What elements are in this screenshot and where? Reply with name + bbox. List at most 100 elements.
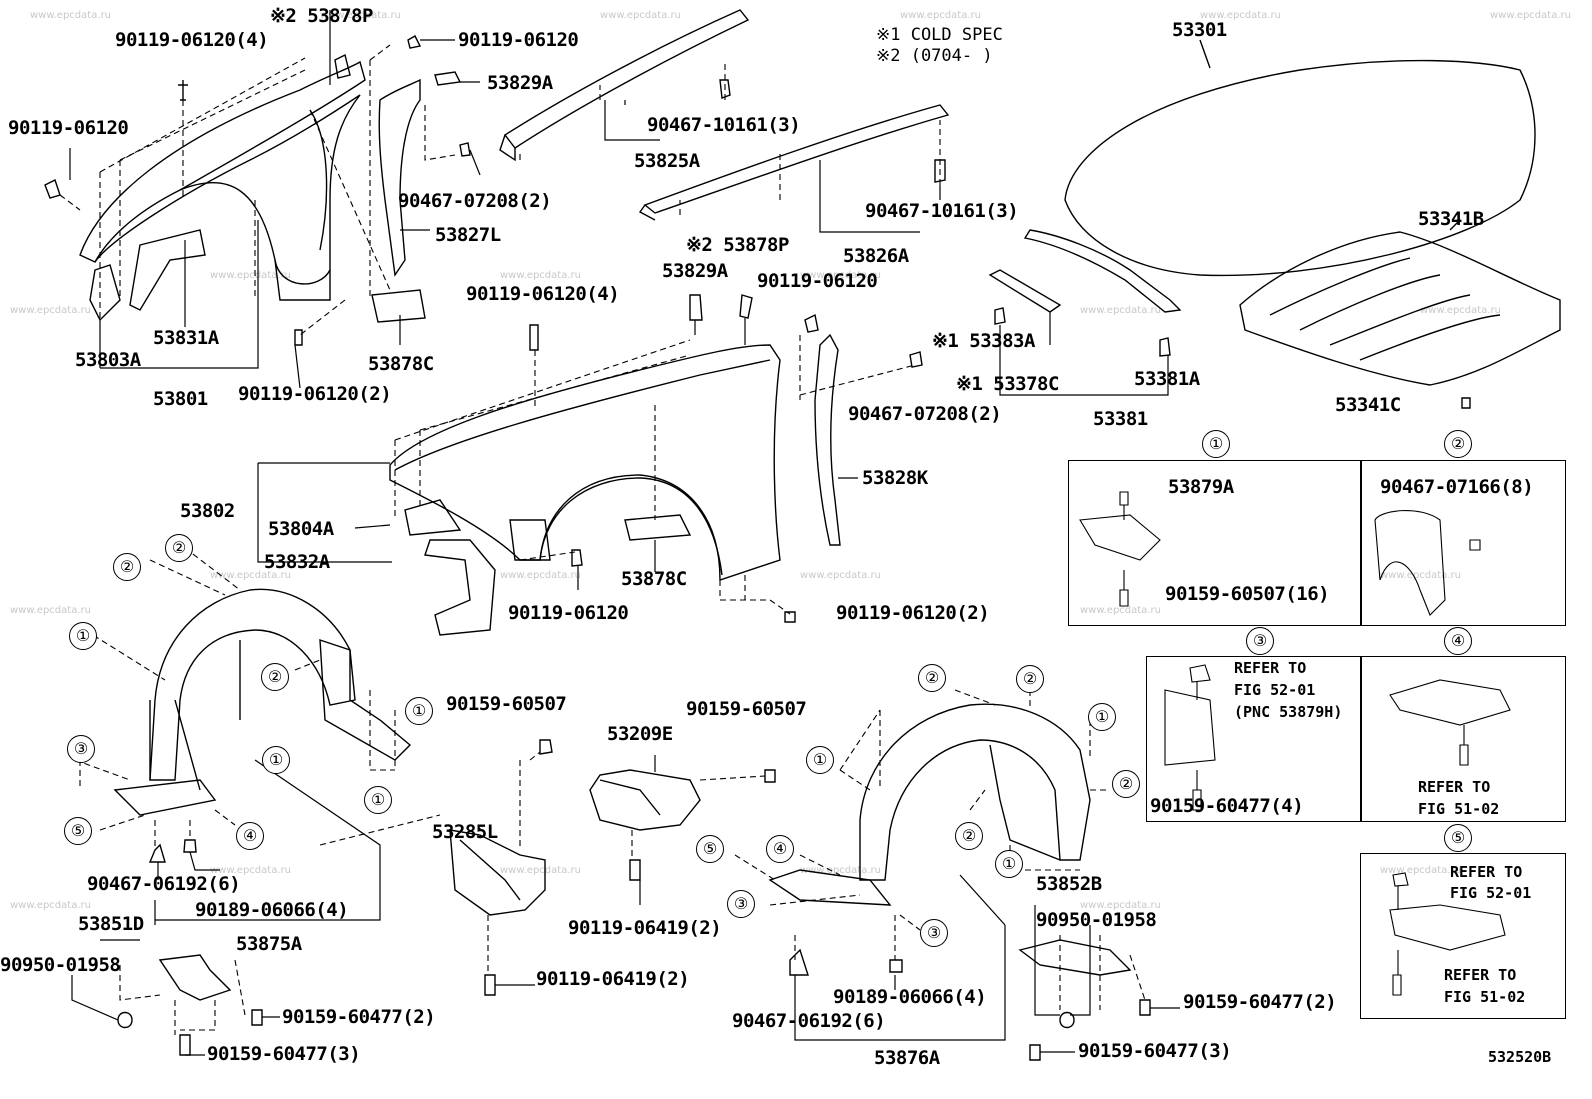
part-label[interactable]: 90189-06066(4) <box>195 899 349 921</box>
part-label[interactable]: 53828K <box>862 467 928 489</box>
watermark-text: www.epcdata.ru <box>10 900 91 911</box>
callout-2: ② <box>261 663 289 691</box>
part-label[interactable]: 53829A <box>662 260 728 282</box>
part-label[interactable]: 90119-06120 <box>508 602 629 624</box>
watermark-text: www.epcdata.ru <box>30 10 111 21</box>
part-label[interactable]: 53832A <box>264 551 330 573</box>
part-label[interactable]: 90189-06066(4) <box>833 986 987 1008</box>
callout-3: ③ <box>727 890 755 918</box>
callout-3: ③ <box>67 735 95 763</box>
part-label[interactable]: 90119-06120 <box>757 270 878 292</box>
callout-5: ⑤ <box>696 835 724 863</box>
part-label[interactable]: 53381 <box>1093 408 1148 430</box>
figure-id: 532520B <box>1488 1048 1552 1066</box>
part-label[interactable]: 53801 <box>153 388 208 410</box>
watermark-text: www.epcdata.ru <box>1490 10 1571 21</box>
part-label[interactable]: 53804A <box>268 518 334 540</box>
detail-5-number: ⑤ <box>1444 824 1472 852</box>
detail-5-ref-4: FIG 51-02 <box>1444 988 1526 1006</box>
detail-sketches <box>1079 491 1511 996</box>
part-label[interactable]: 53802 <box>180 500 235 522</box>
part-label[interactable]: 53876A <box>874 1047 940 1069</box>
part-label[interactable]: 53851D <box>78 913 144 935</box>
callout-2: ② <box>918 664 946 692</box>
detail-5-ref-2: FIG 52-01 <box>1450 884 1532 902</box>
detail-1-number: ① <box>1202 430 1230 458</box>
part-label[interactable]: 90159-60477(2) <box>1183 991 1337 1013</box>
detail-box-3 <box>1146 656 1362 822</box>
part-label[interactable]: 53831A <box>153 327 219 349</box>
part-label[interactable]: 90467-07208(2) <box>398 190 552 212</box>
detail-4-ref-1: REFER TO <box>1418 778 1491 796</box>
watermark-text: www.epcdata.ru <box>10 305 91 316</box>
callout-3: ③ <box>920 919 948 947</box>
part-label[interactable]: 90159-60507 <box>446 693 567 715</box>
part-label[interactable]: ※2 53878P <box>686 234 789 256</box>
watermark-text: www.epcdata.ru <box>1200 10 1281 21</box>
callout-4: ④ <box>766 835 794 863</box>
part-label[interactable]: 90119-06419(2) <box>536 968 690 990</box>
hood-drawing <box>988 39 1536 357</box>
part-label[interactable]: 53803A <box>75 349 141 371</box>
detail-2-part-a[interactable]: 90467-07166(8) <box>1380 476 1534 498</box>
callout-2: ② <box>1016 665 1044 693</box>
watermark-text: www.epcdata.ru <box>210 270 291 281</box>
part-label[interactable]: 90119-06120(4) <box>466 283 620 305</box>
detail-2-number: ② <box>1444 430 1472 458</box>
detail-3-part-a[interactable]: 90159-60477(4) <box>1150 795 1304 817</box>
callout-2: ② <box>113 553 141 581</box>
part-label[interactable]: 90467-10161(3) <box>865 200 1019 222</box>
part-label[interactable]: ※1 53383A <box>932 330 1035 352</box>
part-label[interactable]: 90467-10161(3) <box>647 114 801 136</box>
left-fender-liner-drawing <box>113 588 412 1056</box>
part-label[interactable]: 53209E <box>607 723 673 745</box>
part-label[interactable]: 53878C <box>368 353 434 375</box>
part-label[interactable]: 53875A <box>236 933 302 955</box>
part-label[interactable]: ※1 53378C <box>956 373 1059 395</box>
part-label[interactable]: ※2 53878P <box>270 5 373 27</box>
part-label[interactable]: 90119-06120(2) <box>238 383 392 405</box>
watermark-text: www.epcdata.ru <box>1420 305 1501 316</box>
part-label[interactable]: 53341C <box>1335 394 1401 416</box>
part-label[interactable]: 90119-06120 <box>8 117 129 139</box>
detail-1-part-b[interactable]: 90159-60507(16) <box>1165 583 1330 605</box>
part-label[interactable]: 53829A <box>487 72 553 94</box>
part-label[interactable]: 53301 <box>1172 19 1227 41</box>
part-label[interactable]: 90159-60477(3) <box>207 1043 361 1065</box>
detail-box-2 <box>1360 460 1566 626</box>
part-label[interactable]: 53827L <box>435 224 501 246</box>
part-label[interactable]: 90119-06120(2) <box>836 602 990 624</box>
seal-strips-drawing <box>499 9 950 221</box>
part-label[interactable]: 53381A <box>1134 368 1200 390</box>
watermark-text: www.epcdata.ru <box>600 10 681 21</box>
part-label[interactable]: 90467-07208(2) <box>848 403 1002 425</box>
watermark-text: www.epcdata.ru <box>1380 865 1461 876</box>
part-label[interactable]: 90159-60477(3) <box>1078 1040 1232 1062</box>
note-cold-spec: ※1 COLD SPEC <box>876 25 1003 45</box>
callout-1: ① <box>1088 703 1116 731</box>
part-label[interactable]: 53341B <box>1418 208 1484 230</box>
under-cover-drawing <box>1239 219 1561 409</box>
part-label[interactable]: 90159-60477(2) <box>282 1006 436 1028</box>
detail-3-ref-2: FIG 52-01 <box>1234 681 1316 699</box>
detail-4-number: ④ <box>1444 627 1472 655</box>
part-label[interactable]: 90950-01958 <box>1036 909 1157 931</box>
part-label[interactable]: 53825A <box>634 150 700 172</box>
part-label[interactable]: 53826A <box>843 245 909 267</box>
part-label[interactable]: 53852B <box>1036 873 1102 895</box>
part-label[interactable]: 90119-06120(4) <box>115 29 269 51</box>
callout-1: ① <box>69 622 97 650</box>
part-label[interactable]: 53878C <box>621 568 687 590</box>
callout-1: ① <box>806 746 834 774</box>
watermark-text: www.epcdata.ru <box>1380 570 1461 581</box>
part-label[interactable]: 90119-06120 <box>458 29 579 51</box>
part-label[interactable]: 90467-06192(6) <box>87 873 241 895</box>
part-label[interactable]: 90119-06419(2) <box>568 917 722 939</box>
part-label[interactable]: 53285L <box>432 821 498 843</box>
part-label[interactable]: 90159-60507 <box>686 698 807 720</box>
part-label[interactable]: 90950-01958 <box>0 954 121 976</box>
part-label[interactable]: 90467-06192(6) <box>732 1010 886 1032</box>
detail-1-part-a[interactable]: 53879A <box>1168 476 1234 498</box>
watermark-text: www.epcdata.ru <box>900 10 981 21</box>
